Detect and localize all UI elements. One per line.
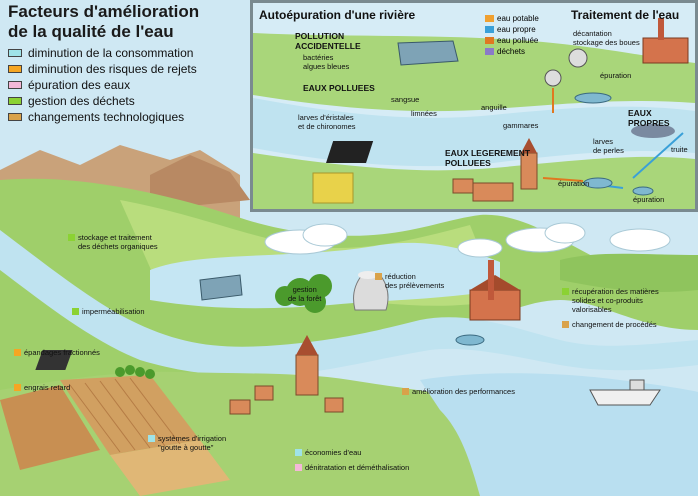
label-bacteries-1: bactéries [303,53,349,62]
legend-item-technologiques: changements technologiques [8,109,197,125]
inset-legend-label: déchets [497,47,525,56]
annotation-amelioration-text: amélioration des performances [412,387,515,396]
inset-legend-item: déchets [485,46,539,57]
annotation-stockage: stockage et traitement des déchets organ… [68,233,158,251]
legend-label: gestion des déchets [28,94,135,108]
annotation-amelioration: amélioration des performances [402,387,515,396]
annotation-changement: changement de procédés [562,320,657,329]
legend-item-dechets: gestion des déchets [8,93,197,109]
annotation-engrais: engrais retard [14,383,70,392]
label-decantation-1: décantation [573,29,640,38]
legend-swatch [8,65,22,73]
annotation-economies: économies d'eau [295,448,361,457]
inset-legend: eau potable eau propre eau polluée déche… [485,13,539,57]
label-decantation: décantation stockage des boues [573,29,640,47]
label-anguille: anguille [481,103,507,112]
label-bacteries-2: algues bleues [303,62,349,71]
label-decantation-2: stockage des boues [573,38,640,47]
label-limnees: limnées [411,109,437,118]
annotation-foret-1: gestion [288,285,321,294]
main-title-line-1: Facteurs d'amélioration [8,2,199,22]
legend-swatch [8,81,22,89]
annotation-reduction-2: des prélèvements [385,281,444,290]
annotation-recuperation-2: solides et co-produits [572,296,659,305]
label-gammares: gammares [503,121,538,130]
annotation-stockage-2: des déchets organiques [78,242,158,251]
label-bacteries: bactéries algues bleues [303,53,349,71]
label-perles-2: de perles [593,146,624,155]
label-eaux-propres: EAUX PROPRES [628,108,695,128]
inset-panel: Autoépuration d'une rivière Traitement d… [250,0,698,212]
legend-swatch [8,113,22,121]
annotation-economies-text: économies d'eau [305,448,361,457]
annotation-foret: gestion de la forêt [288,285,321,303]
label-larves-eristales: larves d'éristales et de chironomes [298,113,356,131]
legend-item-rejets: diminution des risques de rejets [8,61,197,77]
label-pollution: POLLUTION ACCIDENTELLE [295,31,361,51]
annotation-changement-text: changement de procédés [572,320,657,329]
annotation-recuperation-1: récupération des matières [572,287,659,296]
annotation-recuperation-3: valorisables [572,305,659,314]
annotation-irrigation-1: systèmes d'irrigation [158,434,226,443]
annotation-irrigation: systèmes d'irrigation "goutte à goutte" [148,434,226,452]
inset-title-left: Autoépuration d'une rivière [259,8,415,22]
label-truite: truite [671,145,688,154]
annotation-epandages-text: épandages fractionnés [24,348,100,357]
legend-label: diminution des risques de rejets [28,62,197,76]
inset-legend-label: eau potable [497,14,539,23]
inset-legend-item: eau propre [485,24,539,35]
legend-item-consommation: diminution de la consommation [8,45,197,61]
inset-legend-label: eau polluée [497,36,538,45]
annotation-irrigation-2: "goutte à goutte" [158,443,226,452]
legend-label: changements technologiques [28,110,184,124]
legend-swatch [8,97,22,105]
annotation-reduction: réduction des prélèvements [375,272,444,290]
legend-label: épuration des eaux [28,78,130,92]
annotation-foret-2: de la forêt [288,294,321,303]
label-eaux-legerement: EAUX LEGEREMENT POLLUEES [445,148,530,168]
label-larves-perles: larves de perles [593,137,624,155]
annotation-reduction-1: réduction [385,272,444,281]
legend-swatch [8,49,22,57]
annotation-impermeabilisation: imperméabilisation [72,307,145,316]
inset-title-right: Traitement de l'eau [571,8,679,22]
label-eaux-polluees: EAUX POLLUEES [303,83,375,93]
legend-item-epuration: épuration des eaux [8,77,197,93]
inset-legend-item: eau potable [485,13,539,24]
inset-legend-item: eau polluée [485,35,539,46]
label-pollution-1: POLLUTION [295,31,361,41]
label-perles-1: larves [593,137,624,146]
inset-legend-label: eau propre [497,25,536,34]
label-legerement-2: POLLUEES [445,158,530,168]
label-epuration-3: épuration [633,195,664,204]
annotation-epandages: épandages fractionnés [14,348,100,357]
annotation-denitratation: dénitratation et déméthalisation [295,463,409,472]
annotation-engrais-text: engrais retard [24,383,70,392]
annotation-denitratation-text: dénitratation et déméthalisation [305,463,409,472]
main-title: Facteurs d'amélioration de la qualité de… [8,2,199,42]
label-pollution-2: ACCIDENTELLE [295,41,361,51]
label-larves-2: et de chironomes [298,122,356,131]
annotation-stockage-1: stockage et traitement [78,233,158,242]
legend-label: diminution de la consommation [28,46,193,60]
label-epuration-1: épuration [600,71,631,80]
label-sangsue: sangsue [391,95,419,104]
label-larves-1: larves d'éristales [298,113,356,122]
annotation-impermeabilisation-text: imperméabilisation [82,307,145,316]
label-epuration-2: épuration [558,179,589,188]
legend: diminution de la consommation diminution… [8,45,197,125]
label-legerement-1: EAUX LEGEREMENT [445,148,530,158]
annotation-recuperation: récupération des matières solides et co-… [562,287,659,314]
main-title-line-2: de la qualité de l'eau [8,22,199,42]
